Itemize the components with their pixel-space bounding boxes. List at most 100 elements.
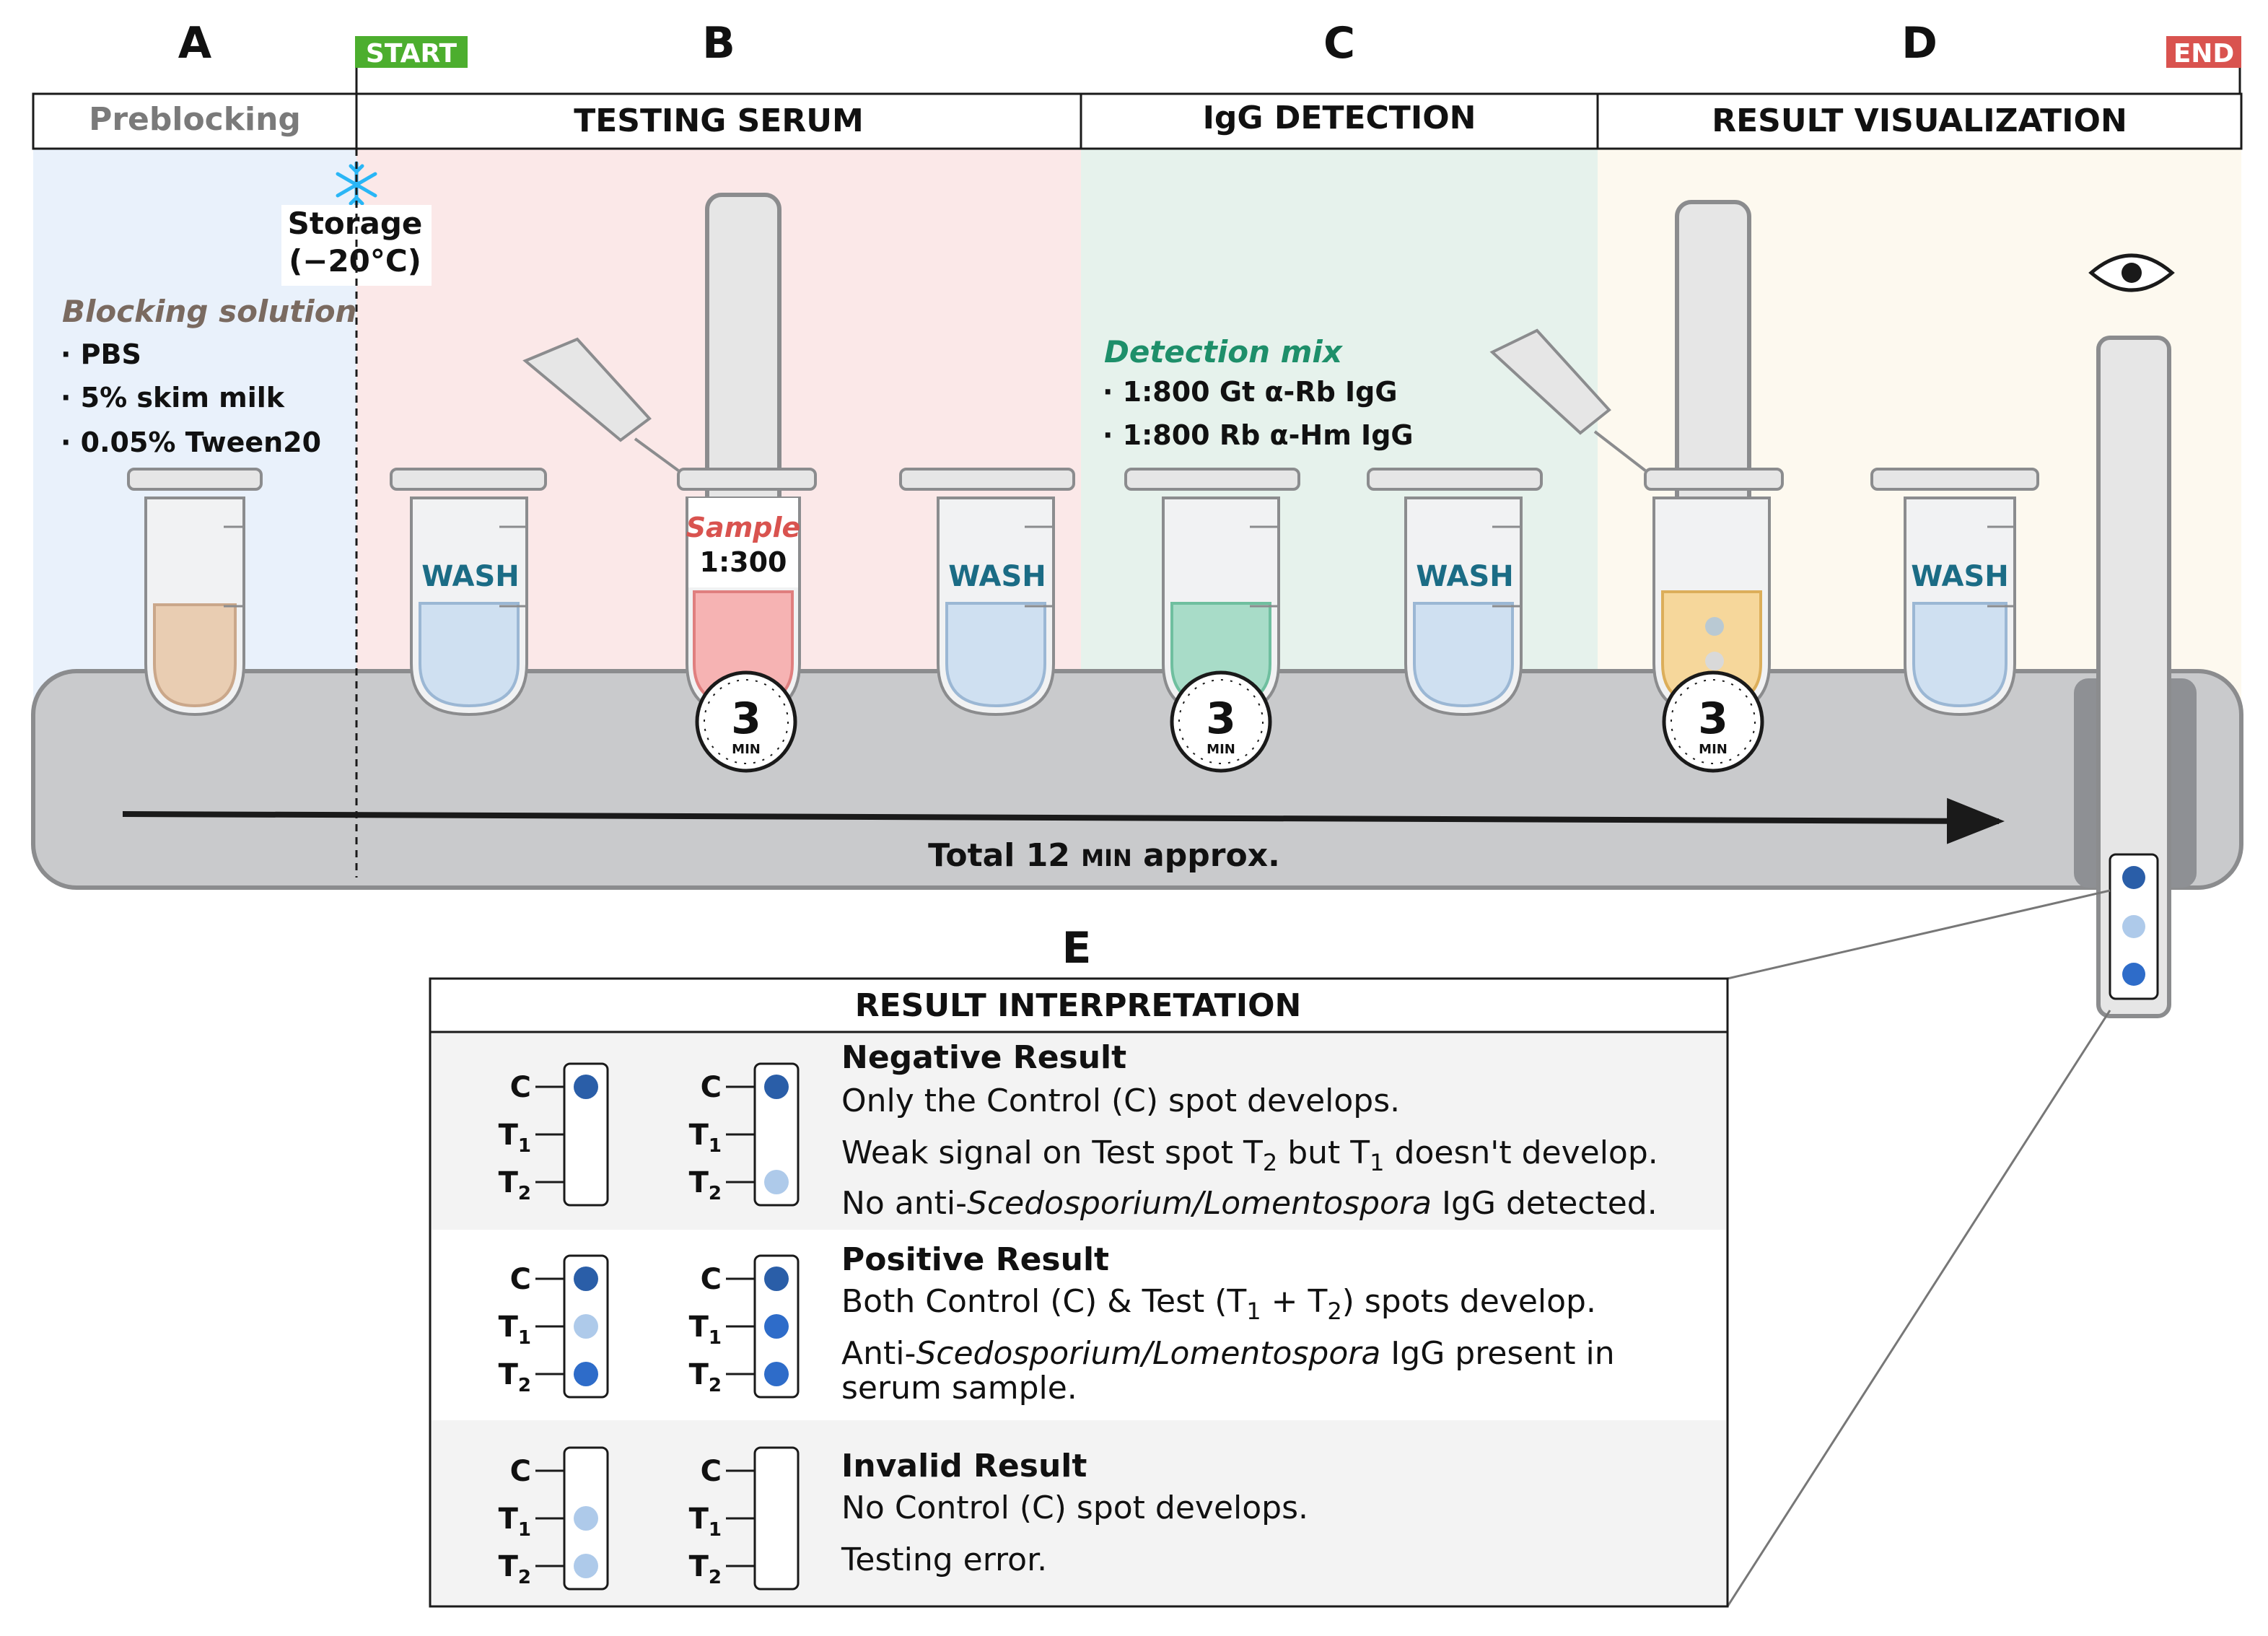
mini-strip-label: T2 <box>689 1550 722 1588</box>
mini-strip-dot-c <box>764 1267 789 1291</box>
mini-strip-dot-c <box>764 1075 789 1099</box>
section-title-d: RESULT VISUALIZATION <box>1712 102 2127 139</box>
mini-strip-label: T1 <box>689 1119 722 1157</box>
strip-dot-t2 <box>2122 963 2145 986</box>
mini-strip-label: C <box>701 1071 722 1104</box>
result-strip <box>2096 336 2171 1018</box>
positive-line-3: serum sample. <box>841 1370 1077 1407</box>
start-marker <box>355 36 468 68</box>
zoom-line-top <box>1727 889 2111 980</box>
mini-strip-dot-t1 <box>574 1314 598 1339</box>
wash-label-2: WASH <box>948 560 1046 593</box>
timer-unit-3: MIN <box>1699 742 1728 757</box>
section-title-c: IgG DETECTION <box>1203 100 1476 136</box>
end-marker <box>2166 36 2241 68</box>
mini-strip-label: T2 <box>499 1358 531 1396</box>
mini-strip-label: T2 <box>689 1358 722 1396</box>
wash-label-4: WASH <box>1911 560 2009 593</box>
sample-dilution: 1:300 <box>700 546 787 578</box>
positive-line-2: Anti-Scedosporium/Lomentospora IgG prese… <box>841 1335 1615 1372</box>
mini-strip-label: C <box>510 1263 531 1296</box>
mini-strip-label: T1 <box>499 1502 531 1541</box>
section-letter-b: B <box>702 18 735 69</box>
total-time: Total 12 MIN approx. <box>928 837 1280 874</box>
mini-strip-label: T2 <box>499 1166 531 1204</box>
section-letter-c: C <box>1323 18 1355 69</box>
section-letter-d: D <box>1901 18 1938 69</box>
mini-strip <box>753 1446 800 1591</box>
process-arrow <box>122 797 2005 844</box>
mini-strip-dot-t2 <box>574 1362 598 1386</box>
tube-wash-4 <box>1870 468 2039 717</box>
positive-line-1: Both Control (C) & Test (T1 + T2) spots … <box>841 1283 1596 1325</box>
mini-strip-label: C <box>510 1071 531 1104</box>
mini-strip-label: T2 <box>499 1550 531 1588</box>
tube-visualization <box>1489 200 1784 717</box>
mini-strip-label: T1 <box>689 1311 722 1349</box>
mini-strip-label: C <box>701 1263 722 1296</box>
negative-line-1: Only the Control (C) spot develops. <box>841 1082 1400 1119</box>
positive-title: Positive Result <box>841 1241 1109 1278</box>
timer-unit-2: MIN <box>1207 742 1235 757</box>
interpretation-header <box>429 977 1729 1033</box>
wash-label-1: WASH <box>421 560 520 593</box>
invalid-line-1: No Control (C) spot develops. <box>841 1490 1308 1526</box>
mini-strip-label: T1 <box>689 1502 722 1541</box>
mini-strip-label: C <box>510 1455 531 1488</box>
start-marker-label: START <box>366 39 457 69</box>
timer-value-3: 3 <box>1698 694 1728 744</box>
mini-strip-label: T2 <box>689 1166 722 1204</box>
mini-strip-dot-t1 <box>764 1314 789 1339</box>
strip-dot-t1 <box>2122 915 2145 938</box>
sample-label: Sample <box>686 512 801 543</box>
mini-strip-dot-t2 <box>574 1554 598 1578</box>
mini-strip-label: C <box>701 1455 722 1488</box>
blocking-item-1: · PBS <box>61 338 141 370</box>
section-title-a: Preblocking <box>89 101 301 138</box>
timer-icon-3: 3 MIN <box>1662 670 1764 773</box>
end-marker-label: END <box>2173 39 2235 69</box>
tube-wash-2 <box>899 468 1075 717</box>
invalid-title: Invalid Result <box>841 1448 1087 1484</box>
detection-title: Detection mix <box>1104 334 1344 369</box>
snowflake-icon <box>336 161 377 209</box>
invalid-line-2: Testing error. <box>841 1541 1047 1578</box>
mini-strip-dot-t1 <box>574 1506 598 1531</box>
negative-line-3: No anti-Scedosporium/Lomentospora IgG de… <box>841 1185 1658 1222</box>
tube-wash-1 <box>390 468 547 717</box>
timer-icon-2: 3 MIN <box>1170 670 1272 773</box>
timer-value-1: 3 <box>731 694 761 744</box>
mini-strip-dot-t2 <box>764 1362 789 1386</box>
mini-strip-label: T1 <box>499 1311 531 1349</box>
timer-unit-1: MIN <box>732 742 761 757</box>
mini-strip-label: T1 <box>499 1119 531 1157</box>
strip-dot-c <box>2122 866 2145 889</box>
detection-item-1: · 1:800 Gt α-Rb IgG <box>1103 376 1398 408</box>
blocking-title: Blocking solution <box>62 294 356 329</box>
wash-label-3: WASH <box>1416 560 1514 593</box>
detection-item-2: · 1:800 Rb α-Hm IgG <box>1103 419 1414 451</box>
section-letter-e: E <box>1062 923 1092 974</box>
blocking-item-3: · 0.05% Tween20 <box>61 427 321 458</box>
tube-blocking <box>127 468 263 717</box>
interpretation-title: RESULT INTERPRETATION <box>855 987 1302 1024</box>
timer-icon-1: 3 MIN <box>695 670 797 773</box>
storage-temp: (−20°C) <box>289 243 421 279</box>
zoom-line-bottom <box>1726 1010 2111 1607</box>
tube-wash-3 <box>1367 468 1543 717</box>
mini-strip-dot-c <box>574 1267 598 1291</box>
blocking-item-2: · 5% skim milk <box>61 382 285 414</box>
positive-band <box>432 1230 1726 1420</box>
storage-label: Storage <box>288 206 423 241</box>
mini-strip-dot-t2 <box>764 1170 789 1194</box>
section-letter-a: A <box>178 18 212 69</box>
timer-value-2: 3 <box>1206 694 1236 744</box>
negative-line-2: Weak signal on Test spot T2 but T1 doesn… <box>841 1134 1658 1176</box>
eye-icon <box>2088 253 2175 292</box>
tube-sample <box>522 193 817 717</box>
negative-title: Negative Result <box>841 1039 1126 1076</box>
section-header-bar <box>32 92 2243 150</box>
section-title-b: TESTING SERUM <box>574 102 864 139</box>
